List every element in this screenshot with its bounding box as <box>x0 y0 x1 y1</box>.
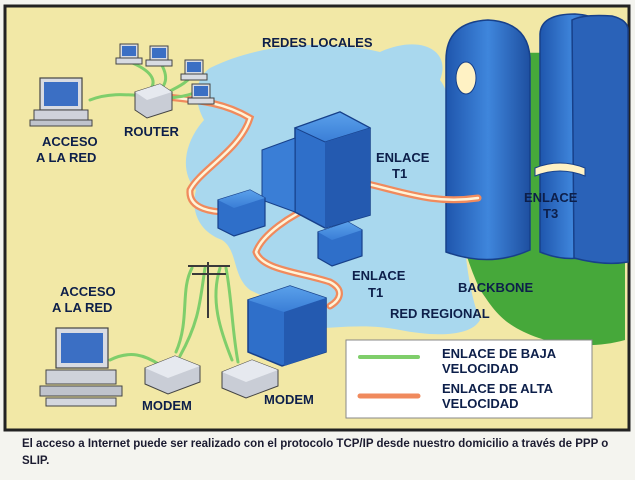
access-computer-bottom <box>39 327 123 407</box>
small-server-right <box>317 221 363 267</box>
label-backbone: BACKBONE <box>458 280 533 295</box>
label-acceso-top-line2: A LA RED <box>36 150 96 165</box>
label-enlace-t1-mid-line1: ENLACE <box>352 268 406 283</box>
tower-ring-t3 <box>534 162 586 177</box>
diagram-caption: El acceso a Internet puede ser realizado… <box>22 438 609 467</box>
link-modem-left-to-antenna <box>174 266 194 354</box>
link-pc-to-modem <box>108 353 162 367</box>
label-acceso-bottom-line2: A LA RED <box>52 300 112 315</box>
label-enlace-t1-mid-line2: T1 <box>368 285 383 300</box>
legend-high-speed-line2: VELOCIDAD <box>442 396 519 411</box>
backbone-tower-right <box>571 14 629 265</box>
label-redes-locales: REDES LOCALES <box>262 35 373 50</box>
core-server <box>261 111 372 229</box>
small-server-left <box>217 189 266 237</box>
label-modem-right: MODEM <box>264 392 314 407</box>
label-enlace-t3-line1: ENLACE <box>524 190 578 205</box>
label-red-regional: RED REGIONAL <box>390 306 490 321</box>
label-acceso-top-line1: ACCESO <box>42 134 98 149</box>
legend-low-speed-line2: VELOCIDAD <box>442 361 519 376</box>
label-enlace-t1-top-line1: ENLACE <box>376 150 430 165</box>
router-device <box>134 83 173 119</box>
tower-port-highlight <box>455 61 477 95</box>
label-router: ROUTER <box>124 124 180 139</box>
access-computer-top <box>29 77 93 127</box>
link-modem-right-to-antenna <box>214 266 234 362</box>
label-enlace-t3-line2: T3 <box>543 206 558 221</box>
label-acceso-bottom-line1: ACCESO <box>60 284 116 299</box>
legend-high-speed-line1: ENLACE DE ALTA <box>442 381 554 396</box>
modem-left <box>144 355 201 395</box>
label-modem-left: MODEM <box>142 398 192 413</box>
modem-right <box>221 359 279 399</box>
legend-low-speed-line1: ENLACE DE BAJA <box>442 346 557 361</box>
label-enlace-t1-top-line2: T1 <box>392 166 407 181</box>
legend-box <box>345 339 593 419</box>
antenna-pole <box>188 262 230 318</box>
backbone-tower-left <box>445 19 531 261</box>
legend: ENLACE DE BAJA VELOCIDAD ENLACE DE ALTA … <box>345 339 593 419</box>
regional-node-cube <box>247 285 327 367</box>
